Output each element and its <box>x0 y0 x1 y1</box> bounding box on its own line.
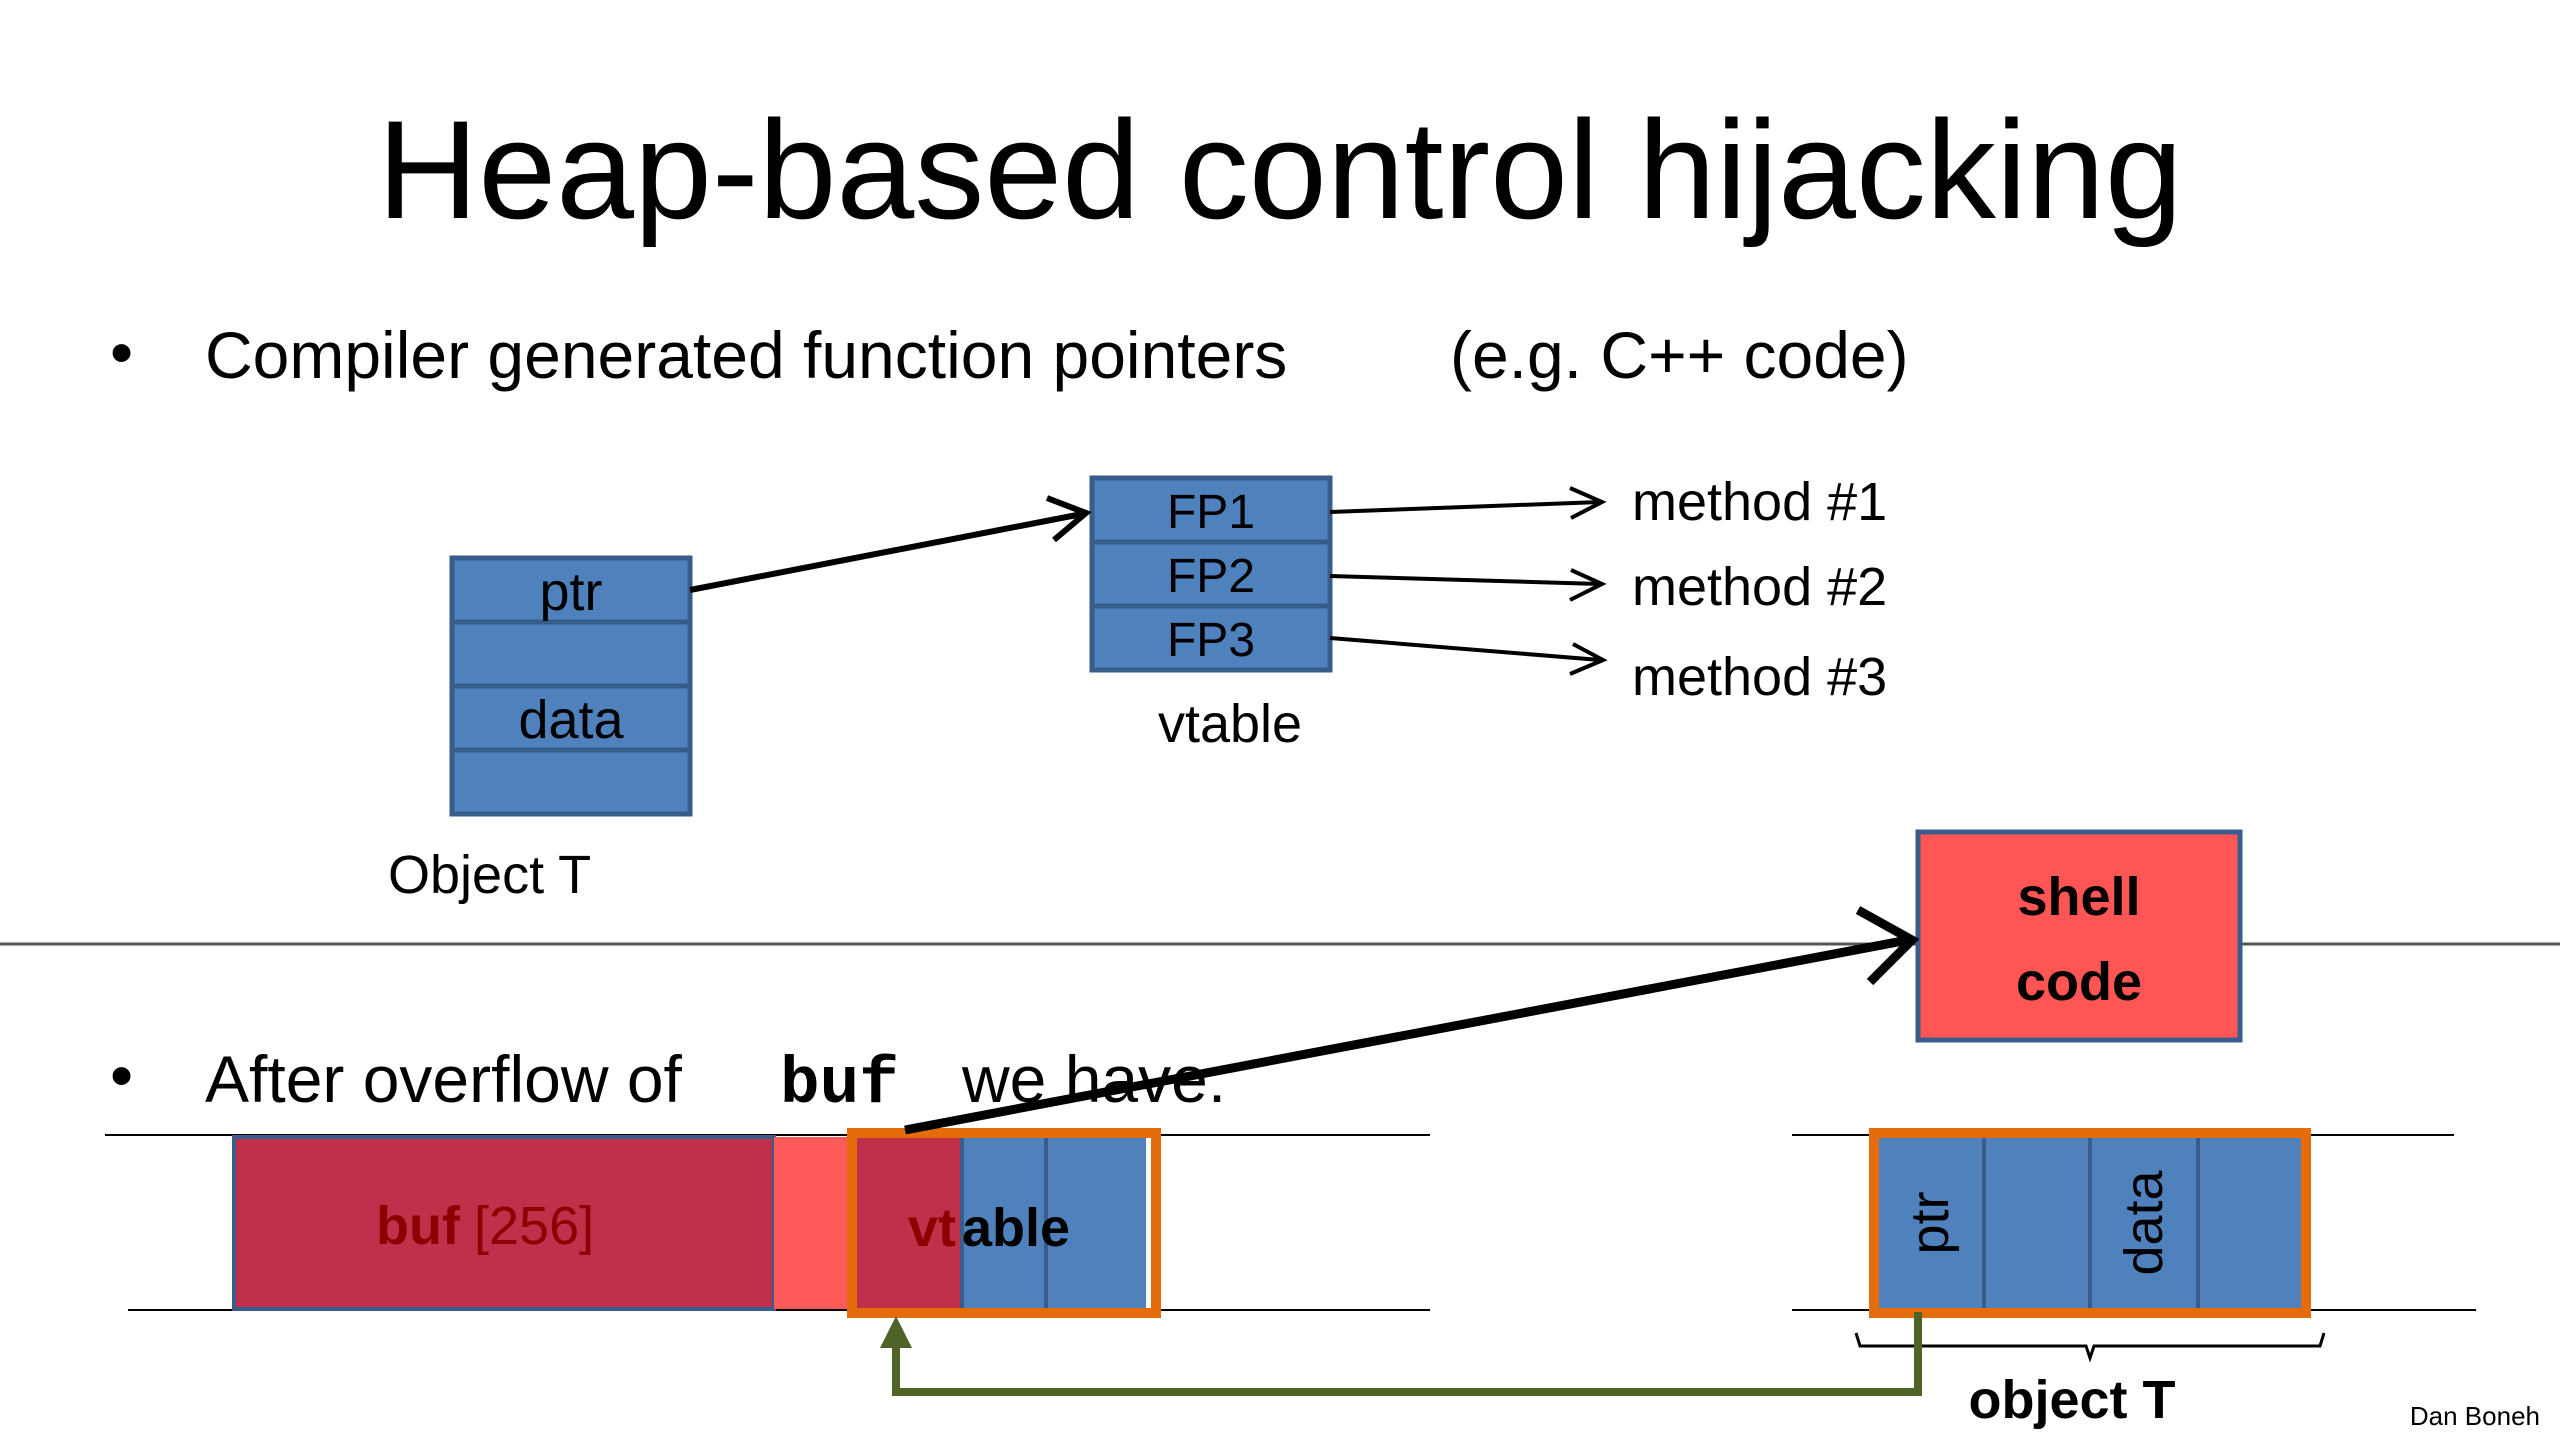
ptr-to-vtable-arrow <box>689 495 1092 593</box>
method-1-label: method #1 <box>1632 472 1887 532</box>
slide-title: Heap-based control hijacking <box>377 91 2183 248</box>
object-t-cell-4 <box>449 747 693 817</box>
method-arrows <box>1329 486 1608 676</box>
object-t2-cell-4 <box>2198 1137 2304 1309</box>
object-t2-data-label: data <box>2114 1169 2174 1275</box>
object-t2-ptr-label: ptr <box>1900 1191 1960 1254</box>
object-t-diagram: ptr data Object T <box>388 555 693 905</box>
bullet-1-aside: (e.g. C++ code) <box>1450 318 1909 392</box>
object-t2-brace <box>1854 1332 2326 1363</box>
object-t2-caption: object T <box>1968 1370 2175 1430</box>
bullet-1-text: Compiler generated function pointers <box>205 318 1287 392</box>
vtable-cell-1 <box>962 1137 1046 1309</box>
object-t2-cell-data <box>2090 1137 2198 1309</box>
vtable-to-shellcode-arrow <box>904 906 1920 1135</box>
object-t-caption: Object T <box>388 845 591 905</box>
author-credit: Dan Boneh <box>2410 1401 2540 1431</box>
buf-256-block <box>232 1135 776 1311</box>
buf-padding-block <box>774 1137 854 1309</box>
vtable-entry-fp3 <box>1089 603 1333 673</box>
overflowed-buffer: buf [256] vt able <box>232 1128 1161 1318</box>
method-3-label: method #3 <box>1632 647 1887 707</box>
vtable-rest-label: able <box>962 1198 1070 1258</box>
object-t-cell-2 <box>449 619 693 689</box>
bullet-1-marker: • <box>110 315 133 389</box>
shellcode-line-2: code <box>2016 952 2142 1012</box>
vtable-caption: vtable <box>1158 694 1302 754</box>
vtable-diagram: FP1 FP2 FP3 vtable <box>1089 475 1333 754</box>
vtable-fp2-label: FP2 <box>1167 550 1255 603</box>
method-2-label: method #2 <box>1632 557 1887 617</box>
bullet-2-code-buf: buf <box>780 1047 899 1122</box>
vtable-entry-fp2 <box>1089 539 1333 609</box>
object-t2-cell-2 <box>1984 1137 2090 1309</box>
object-t2-highlight-box <box>1869 1128 2311 1318</box>
bullet-2-text-before: After overflow of <box>205 1042 683 1116</box>
ptr-to-overwritten-vtable-arrow <box>880 1312 1922 1396</box>
shellcode-line-1: shell <box>2017 867 2140 927</box>
bullet-2-marker: • <box>110 1038 133 1112</box>
buf-label: buf <box>376 1196 461 1256</box>
vtable-fp3-label: FP3 <box>1167 614 1255 667</box>
object-t2-cell-ptr <box>1876 1137 1984 1309</box>
vtable-prefix-label: vt <box>908 1198 956 1258</box>
vtable-cell-2 <box>1046 1137 1146 1309</box>
vtable-fp1-label: FP1 <box>1167 486 1255 539</box>
shellcode-box: shell code <box>1915 829 2243 1043</box>
buf-size-label: [256] <box>474 1196 594 1256</box>
object-t-rotated: ptr data <box>1869 1128 2311 1318</box>
vtable-highlight-box <box>847 1128 1161 1318</box>
overwritten-vtable-part <box>854 1137 962 1309</box>
object-t-data-label: data <box>518 690 624 750</box>
object-t-ptr-label: ptr <box>539 562 602 622</box>
